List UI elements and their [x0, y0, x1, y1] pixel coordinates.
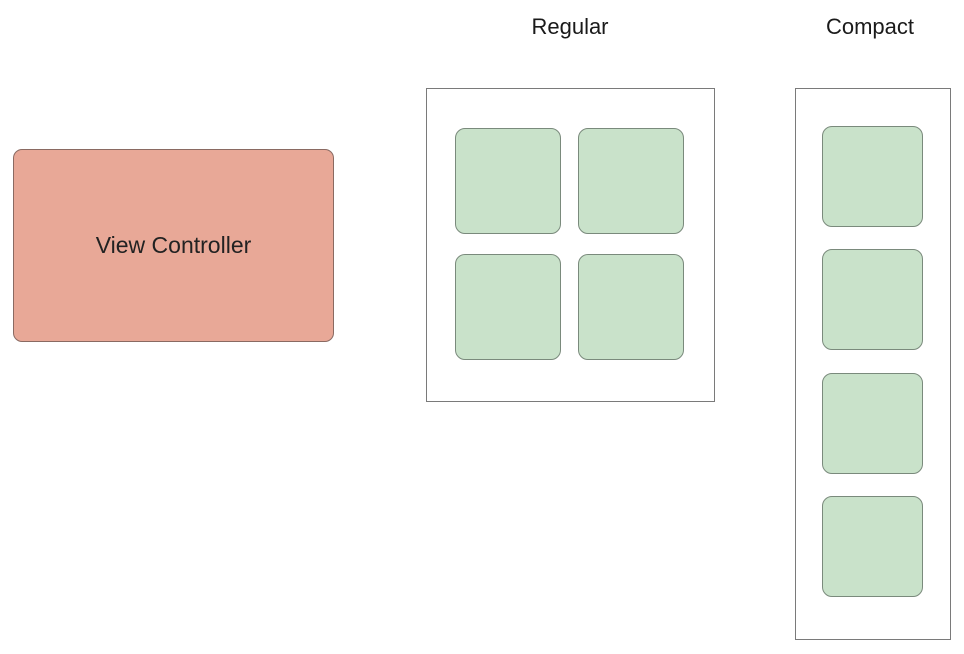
- compact-cell-4: [822, 496, 923, 597]
- regular-cell-1: [455, 128, 561, 234]
- regular-cell-3: [455, 254, 561, 360]
- regular-cell-4: [578, 254, 684, 360]
- compact-cell-1: [822, 126, 923, 227]
- compact-cell-3: [822, 373, 923, 474]
- view-controller-label: View Controller: [95, 232, 252, 258]
- regular-label: Regular: [531, 14, 609, 39]
- compact-container: [795, 88, 951, 640]
- regular-cell-2: [578, 128, 684, 234]
- compact-cell-2: [822, 249, 923, 350]
- compact-label: Compact: [825, 14, 915, 39]
- regular-container: [426, 88, 715, 402]
- view-controller-box: View Controller: [13, 149, 334, 342]
